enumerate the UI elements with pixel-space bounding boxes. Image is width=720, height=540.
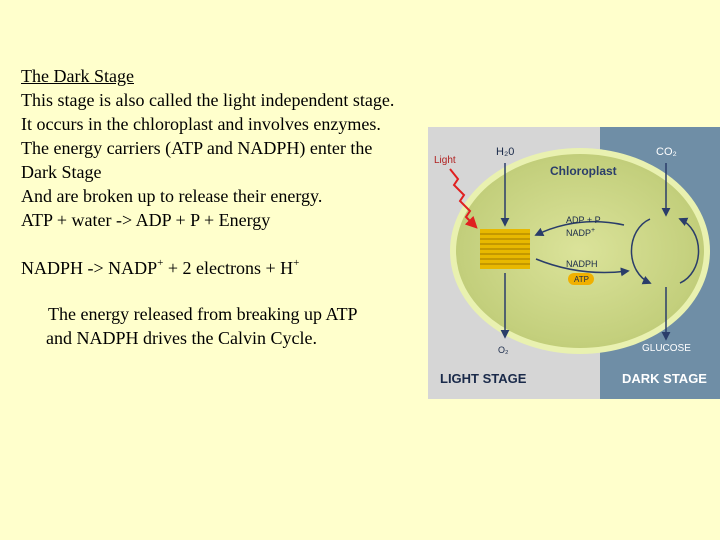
o2-label: O₂ (498, 345, 509, 355)
light-stage-label: LIGHT STAGE (440, 371, 527, 386)
slide-text: The Dark Stage This stage is also called… (21, 64, 394, 350)
glucose-label: GLUCOSE (642, 343, 691, 354)
text-line-3: The energy carriers (ATP and NADPH) ente… (21, 138, 373, 158)
chloroplast (456, 154, 704, 348)
text-line-4: Dark Stage (21, 162, 102, 182)
text-line-5: And are broken up to release their energ… (21, 186, 323, 206)
nadph-label: NADPH (566, 259, 598, 269)
light-label: Light (434, 155, 456, 166)
photosynthesis-diagram: Light H₂0 CO₂ Chloroplast ADP + P NADP+ … (428, 127, 720, 399)
equation-atp: ATP + water -> ADP + P + Energy (21, 210, 271, 230)
nadp-label: NADP+ (566, 227, 595, 238)
dark-stage-label: DARK STAGE (622, 371, 707, 386)
light-arrow (449, 168, 478, 229)
conclusion-line-2: and NADPH drives the Calvin Cycle. (46, 328, 317, 348)
slide-title: The Dark Stage (21, 66, 134, 86)
calvin-arc-right (678, 217, 700, 284)
h2o-label: H₂0 (496, 146, 514, 158)
text-line-1: This stage is also called the light inde… (21, 90, 395, 110)
co2-label: CO₂ (656, 146, 677, 158)
adp-return-arrow (534, 220, 625, 236)
adp-label: ADP + P (566, 215, 601, 225)
calvin-arc-left (630, 218, 652, 285)
text-line-2: It occurs in the chloroplast and involve… (21, 114, 381, 134)
chloroplast-label: Chloroplast (550, 164, 617, 178)
atp-label: ATP (574, 275, 589, 284)
atp-badge (568, 273, 594, 285)
atp-forward-arrow (535, 258, 630, 277)
photosynthesis-svg: Light H₂0 CO₂ Chloroplast ADP + P NADP+ … (428, 127, 720, 399)
conclusion-line-1: The energy released from breaking up ATP (48, 304, 358, 324)
equation-nadph: NADPH -> NADP+ + 2 electrons + H+ (21, 257, 300, 279)
thylakoid-stack (480, 229, 530, 269)
